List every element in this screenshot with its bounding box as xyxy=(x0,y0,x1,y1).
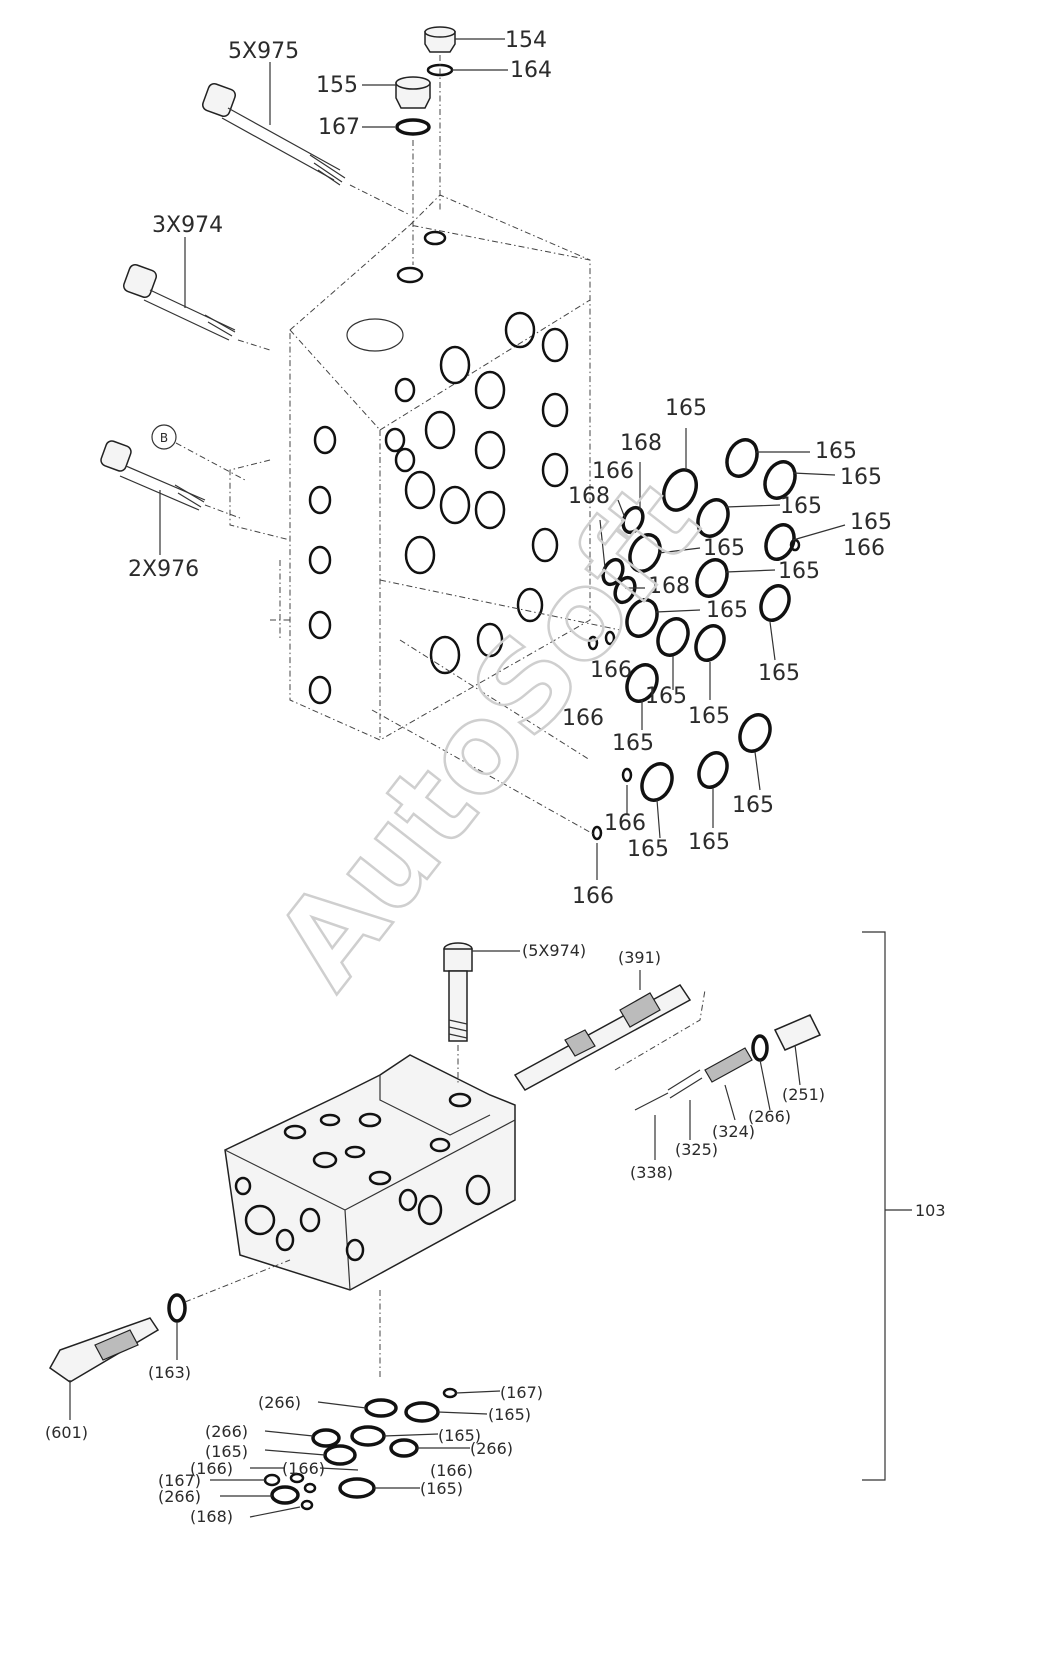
label-325: (325) xyxy=(675,1140,718,1159)
upper-valve-block xyxy=(229,194,591,741)
seal-label-r8: 165 xyxy=(850,510,892,535)
upper-labels: 5X975 3X974 2X976 154 164 155 167 165 16… xyxy=(128,28,892,909)
label-324: (324) xyxy=(712,1122,755,1141)
label-391: (391) xyxy=(618,948,661,967)
lower-labels: (5X974) (391) (251) (266) (324) (325) (3… xyxy=(45,941,946,1526)
seal-label-r3: 165 xyxy=(815,439,857,464)
bolt-2x976 xyxy=(100,440,241,555)
bottom-label-e: (165) xyxy=(438,1426,481,1445)
relief-valve-601 xyxy=(49,1259,291,1420)
bottom-label-f: (165) xyxy=(205,1442,248,1461)
seal-label-r1: 165 xyxy=(665,396,707,421)
seal-label-r13: 165 xyxy=(706,598,748,623)
seal-label-r19: 165 xyxy=(612,731,654,756)
bottom-label-n: (168) xyxy=(190,1507,233,1526)
label-103: 103 xyxy=(915,1201,946,1220)
bottom-label-g: (266) xyxy=(470,1439,513,1458)
seal-label-r5: 165 xyxy=(840,465,882,490)
label-167: 167 xyxy=(318,115,360,140)
bolt-5x974 xyxy=(443,942,520,1085)
spool-391 xyxy=(513,970,706,1091)
bottom-seals xyxy=(210,1290,501,1518)
label-154: 154 xyxy=(505,28,547,53)
seal-label-r12: 165 xyxy=(778,559,820,584)
bottom-label-b: (167) xyxy=(500,1383,543,1402)
label-164: 164 xyxy=(510,58,552,83)
pin-spring-plug xyxy=(634,1014,822,1160)
seal-label-r20: 165 xyxy=(732,793,774,818)
label-2x976: 2X976 xyxy=(128,557,199,582)
seal-label-r15: 166 xyxy=(590,658,632,683)
bottom-label-a: (266) xyxy=(258,1393,301,1412)
label-163: (163) xyxy=(148,1363,191,1382)
bottom-label-d: (266) xyxy=(205,1422,248,1441)
seal-label-r17: 165 xyxy=(688,704,730,729)
seal-label-r14: 165 xyxy=(758,661,800,686)
seal-label-r18: 166 xyxy=(562,706,604,731)
bottom-label-i: (166) xyxy=(282,1459,325,1478)
seal-label-r2: 168 xyxy=(620,431,662,456)
label-266: (266) xyxy=(748,1107,791,1126)
seal-label-r9: 166 xyxy=(843,536,885,561)
seal-label-r6: 168 xyxy=(568,484,610,509)
label-3x974: 3X974 xyxy=(152,213,223,238)
plug-154 xyxy=(424,26,508,210)
watermark-text: AutoSoft xyxy=(250,457,727,1013)
label-5x975: 5X975 xyxy=(228,39,299,64)
bolt-3x974 xyxy=(122,237,271,351)
marker-b: B xyxy=(151,424,246,481)
seal-label-r11: 168 xyxy=(648,574,690,599)
label-601: (601) xyxy=(45,1423,88,1442)
lower-valve-section xyxy=(224,1054,516,1291)
bottom-label-j: (166) xyxy=(430,1461,473,1480)
marker-b-label: B xyxy=(160,431,168,445)
group-bracket-103 xyxy=(862,931,912,1481)
seal-label-r10: 165 xyxy=(703,536,745,561)
bottom-label-h: (166) xyxy=(190,1459,233,1478)
plug-155 xyxy=(362,76,431,265)
label-5x974: (5X974) xyxy=(522,941,586,960)
bolt-5x975 xyxy=(201,62,411,216)
label-155: 155 xyxy=(316,73,358,98)
upper-seal-rings xyxy=(371,428,846,880)
label-338: (338) xyxy=(630,1163,673,1182)
seal-label-r7: 165 xyxy=(780,494,822,519)
seal-label-r21: 166 xyxy=(604,811,646,836)
bottom-label-k: (167) xyxy=(158,1471,201,1490)
bottom-label-c: (165) xyxy=(488,1405,531,1424)
bottom-label-l: (266) xyxy=(158,1487,201,1506)
label-251: (251) xyxy=(782,1085,825,1104)
seal-label-r24: 166 xyxy=(572,884,614,909)
bottom-label-m: (165) xyxy=(420,1479,463,1498)
seal-label-r22: 165 xyxy=(688,830,730,855)
seal-label-r16: 165 xyxy=(645,684,687,709)
seal-label-r4: 166 xyxy=(592,459,634,484)
seal-label-r23: 165 xyxy=(627,837,669,862)
